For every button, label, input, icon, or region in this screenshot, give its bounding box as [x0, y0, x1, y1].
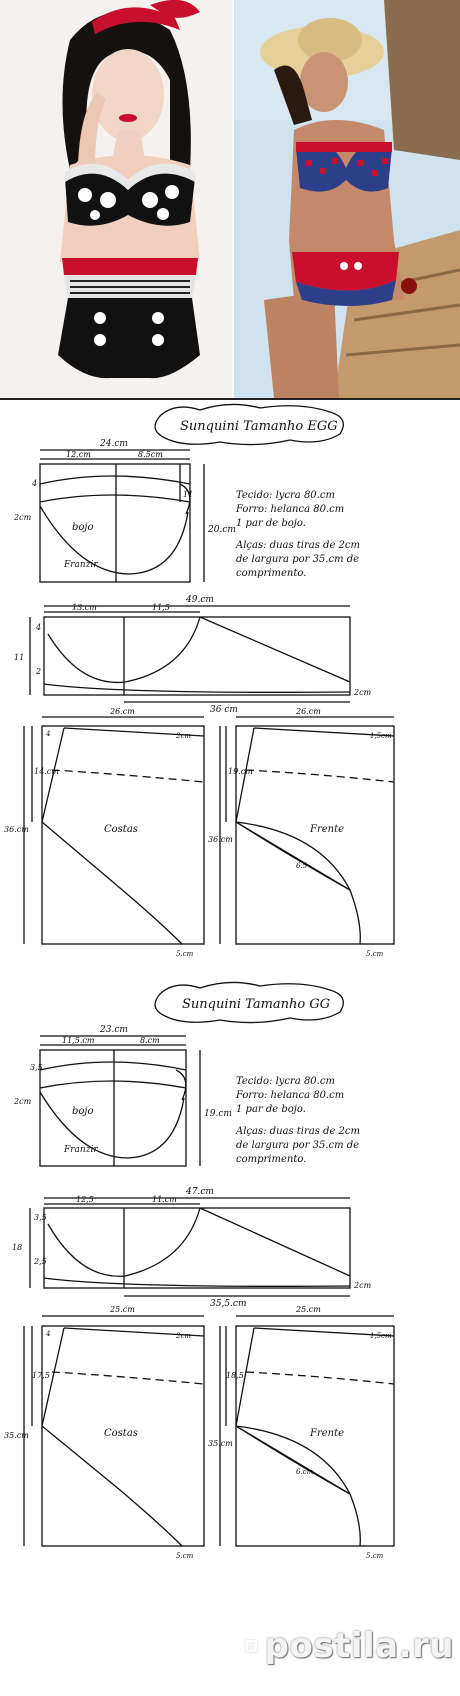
band-width-label: 49.cm: [185, 595, 214, 605]
costas-label: Costas: [104, 824, 138, 835]
top-height-label: 20.cm: [207, 525, 236, 535]
note-alcas-1: Alças: duas tiras de 2cm: [235, 1126, 360, 1137]
band-left3-label: 2,5: [33, 1257, 47, 1266]
costas-width-label: 26.cm: [109, 707, 135, 716]
note-tecido: Tecido: lycra 80.cm: [236, 490, 335, 501]
note-alcas-1: Alças: duas tiras de 2cm: [235, 540, 360, 551]
watermark: postila.ru: [244, 1614, 454, 1678]
note-alcas-3: comprimento.: [236, 568, 306, 579]
band-right-label: 2cm: [353, 1281, 372, 1290]
band-width-label: 47.cm: [185, 1187, 214, 1197]
postila-logo-icon: [244, 1639, 259, 1653]
costas-height-label: 36.cm: [4, 825, 29, 834]
top-seg2-label: 8.5cm: [138, 450, 163, 459]
top-small1-label: 2cm: [13, 513, 32, 522]
frente-corner-label: 1,5cm: [370, 732, 392, 740]
top-side-label: 11: [183, 490, 193, 499]
note-forro: Forro: helanca 80.cm: [235, 504, 344, 515]
frente-label: Frente: [309, 824, 344, 835]
band-seg1-label: 12,5: [76, 1195, 94, 1204]
band-seg1-label: 13.cm: [72, 603, 97, 612]
frente-curve-label: 6.cm: [296, 1468, 314, 1476]
franzir-label: Franzir: [63, 560, 98, 570]
costas-width-label: 25.cm: [109, 1305, 135, 1314]
costas-upper-label: 17,5: [32, 1371, 50, 1380]
note-bojo: 1 par de bojo.: [236, 1104, 306, 1115]
band-left1-label: 4: [35, 623, 41, 632]
top-small2-label: 4: [31, 479, 37, 488]
photo-polka-dot-swimsuit: [0, 0, 232, 398]
frente-upper-label: 18,5: [226, 1371, 244, 1380]
top-seg1-label: 12.cm: [66, 450, 91, 459]
frente-label: Frente: [309, 1428, 344, 1439]
costas-small-label: 4: [45, 1330, 50, 1338]
note-alcas-2: de largura por 35.cm de: [236, 554, 359, 565]
bojo-label: bojo: [72, 1106, 94, 1117]
top-seg2-label: 8.cm: [140, 1036, 160, 1045]
costas-label: Costas: [104, 1428, 138, 1439]
top-seg1-label: 11,5.cm: [62, 1036, 95, 1045]
band-bottom-label: 36 cm: [210, 705, 238, 715]
costas-bottom-label: 5.cm: [176, 950, 194, 958]
note-bojo: 1 par de bojo.: [236, 518, 306, 529]
band-seg2-label: 11.cm: [152, 1195, 177, 1204]
frente-bottom-label: 5.cm: [366, 1552, 384, 1560]
band-right-label: 2cm: [353, 688, 372, 697]
photo-divider: [0, 398, 460, 400]
costas-corner-label: 2cm: [175, 732, 191, 740]
costas-upper-label: 14.cm: [34, 767, 59, 776]
band-seg2-label: 11,5: [152, 603, 170, 612]
pattern-title: Sunquini Tamanho GG: [182, 997, 330, 1012]
band-left3-label: 2: [35, 667, 41, 676]
costas-height-label: 35.cm: [4, 1431, 29, 1440]
frente-height-label: 36.cm: [208, 835, 233, 844]
franzir-label: Franzir: [63, 1145, 98, 1155]
pattern-title: Sunquini Tamanho EGG: [180, 419, 338, 434]
note-forro: Forro: helanca 80.cm: [235, 1090, 344, 1101]
top-small1-label: 2cm: [13, 1097, 32, 1106]
band-left2-label: 18: [12, 1243, 22, 1252]
frente-width-label: 25.cm: [295, 1305, 321, 1314]
bojo-label: bojo: [72, 522, 94, 533]
frente-bottom-label: 5.cm: [366, 950, 384, 958]
watermark-text: postila.ru: [264, 1626, 454, 1666]
pattern-egg: Sunquini Tamanho EGG 24.cm 12.cm 8.5cm 2…: [0, 402, 460, 972]
costas-bottom-label: 5.cm: [176, 1552, 194, 1560]
band-left2-label: 11: [14, 653, 24, 662]
band-left1-label: 3,5: [34, 1213, 47, 1222]
frente-curve-label: 6.5: [296, 862, 308, 870]
frente-height-label: 35.cm: [208, 1439, 233, 1448]
band-bottom-label: 35,5.cm: [210, 1299, 246, 1309]
frente-width-label: 26.cm: [295, 707, 321, 716]
top-width-label: 24.cm: [99, 439, 128, 449]
note-tecido: Tecido: lycra 80.cm: [236, 1076, 335, 1087]
costas-small-label: 4: [45, 730, 50, 738]
top-small2-label: 3,5: [30, 1063, 43, 1072]
note-alcas-3: comprimento.: [236, 1154, 306, 1165]
frente-corner-label: 1,5cm: [370, 1332, 392, 1340]
top-width-label: 23.cm: [99, 1025, 128, 1035]
costas-corner-label: 2cm: [175, 1332, 191, 1340]
top-height-label: 19.cm: [204, 1109, 232, 1119]
photo-red-geometric-swimsuit: [234, 0, 460, 398]
pattern-gg: Sunquini Tamanho GG 23.cm 11,5.cm 8.cm 1…: [0, 980, 460, 1692]
frente-upper-label: 19.cm: [228, 767, 253, 776]
note-alcas-2: de largura por 35.cm de: [236, 1140, 359, 1151]
